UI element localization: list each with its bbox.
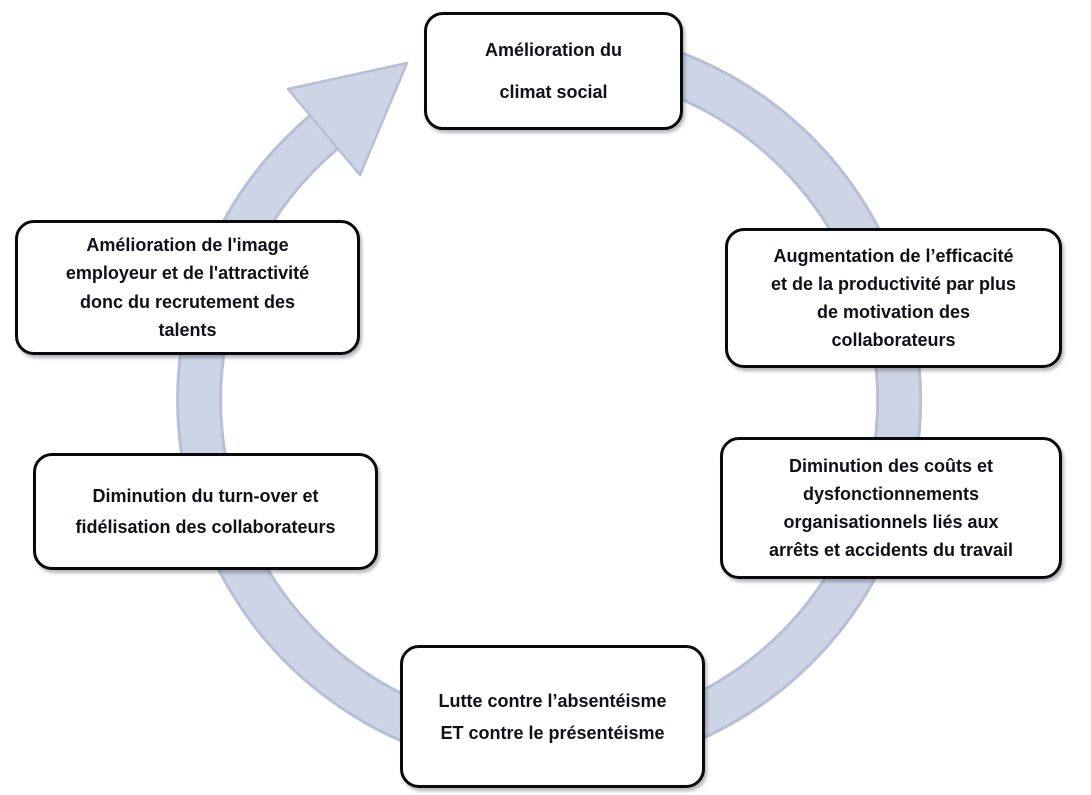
node-couts-dysfonctionnements: Diminution des coûts et dysfonctionnemen… — [720, 437, 1062, 579]
cycle-arrowhead-icon — [286, 61, 409, 177]
node-label: Augmentation de l’efficacité et de la pr… — [770, 246, 1017, 350]
node-absenteisme-presenteisme: Lutte contre l’absentéisme ET contre le … — [400, 645, 705, 788]
node-climat-social: Amélioration du climat social — [424, 12, 683, 130]
node-efficacite-productivite: Augmentation de l’efficacité et de la pr… — [725, 228, 1062, 368]
node-label: Amélioration de l'image employeur et de … — [65, 234, 310, 341]
node-label: Diminution des coûts et dysfonctionnemen… — [768, 456, 1014, 560]
node-label: Amélioration du climat social — [484, 40, 622, 102]
node-image-employeur: Amélioration de l'image employeur et de … — [15, 220, 360, 355]
node-label: Lutte contre l’absentéisme ET contre le … — [438, 690, 667, 743]
node-turnover-fidelisation: Diminution du turn-over et fidélisation … — [33, 453, 378, 570]
node-label: Diminution du turn-over et fidélisation … — [75, 485, 336, 537]
